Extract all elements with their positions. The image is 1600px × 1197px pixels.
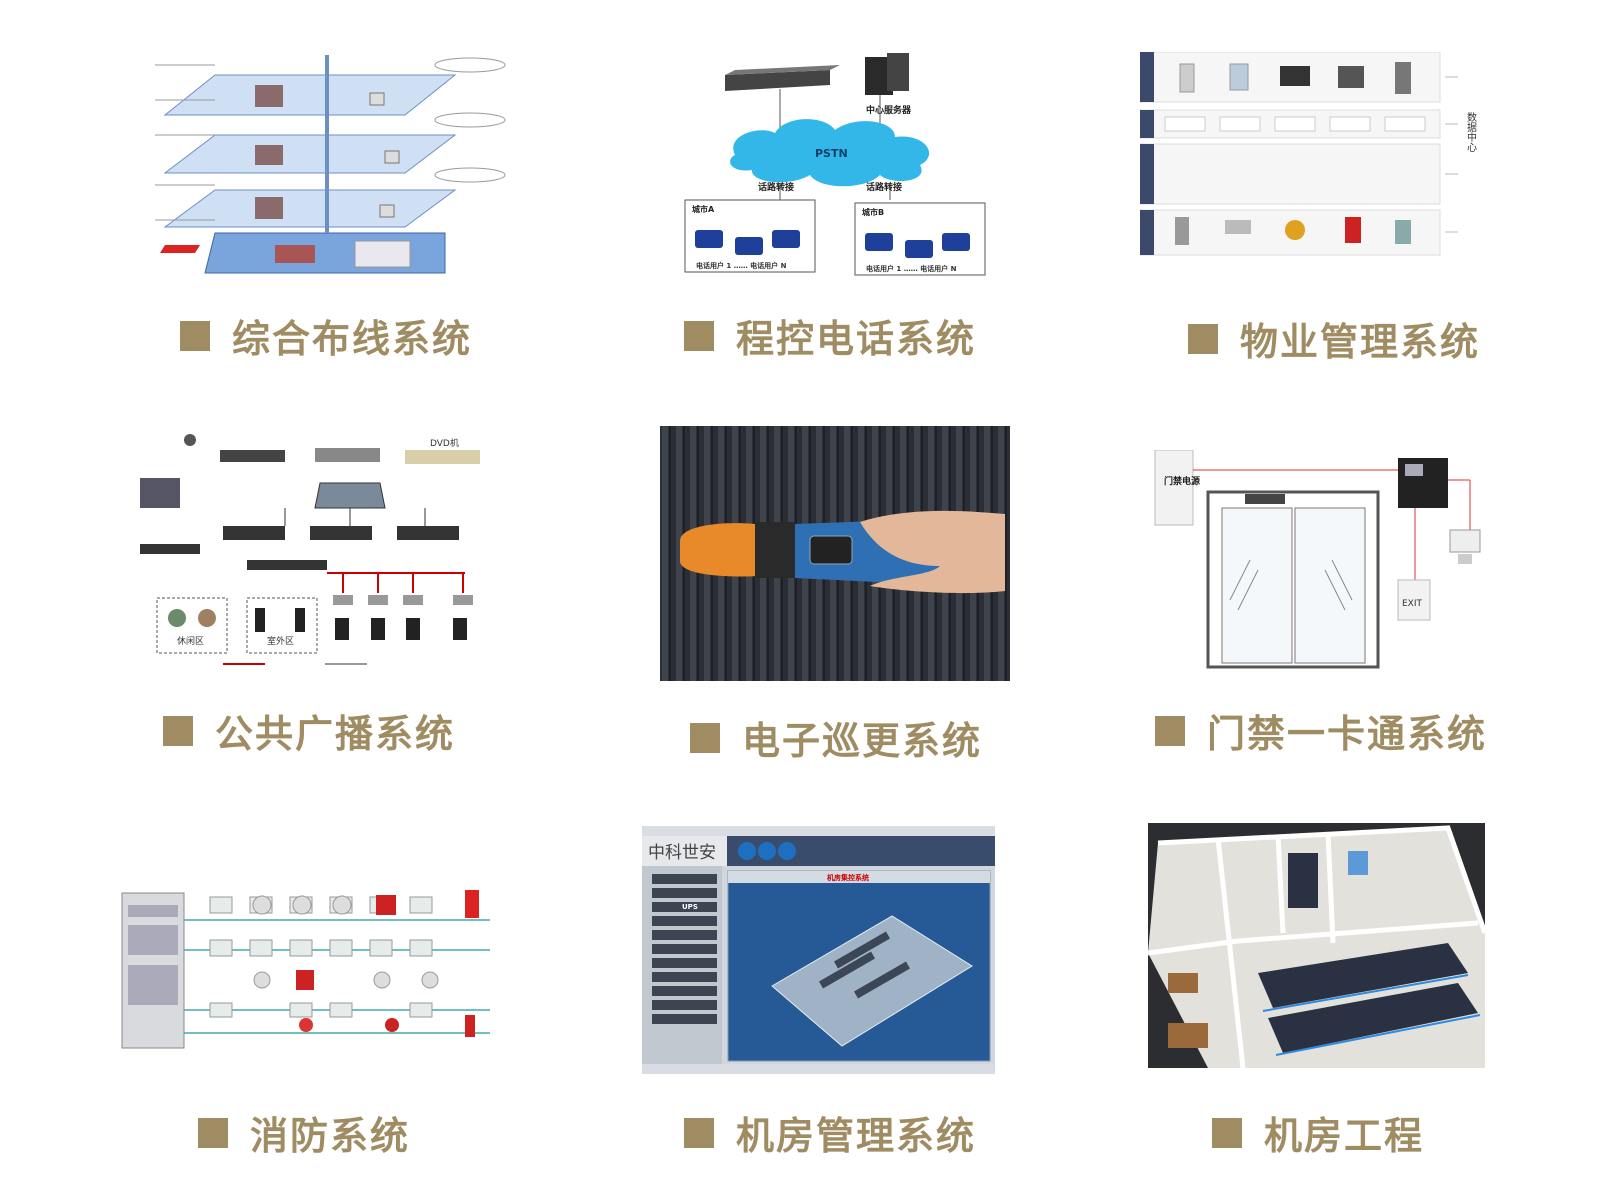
caption: 门禁一卡通系统 xyxy=(1155,703,1487,758)
caption: 机房工程 xyxy=(1212,1105,1424,1160)
caption-square-icon xyxy=(198,1117,228,1148)
access-diagram: 门禁电源 EXIT xyxy=(1150,450,1495,672)
trunk-a-label: 话路转接 xyxy=(758,181,794,193)
caption-text: 公共广播系统 xyxy=(215,712,456,756)
caption-square-icon xyxy=(684,1117,714,1148)
caption-text: 消防系统 xyxy=(250,1114,411,1158)
caption: 程控电话系统 xyxy=(684,308,976,363)
caption-text: 机房管理系统 xyxy=(736,1114,977,1158)
caption-square-icon xyxy=(1212,1117,1242,1148)
caption: 公共广播系统 xyxy=(163,703,455,758)
property-diagram: 数据中心 xyxy=(1140,52,1490,257)
cabling-diagram xyxy=(155,45,510,280)
caption-square-icon xyxy=(163,715,193,746)
patrol-photo xyxy=(660,426,1010,681)
caption-text: 程控电话系统 xyxy=(736,317,977,361)
caption: 综合布线系统 xyxy=(180,308,472,363)
outdoor-zone-label: 室外区 xyxy=(267,635,294,647)
caption-text: 电子巡更系统 xyxy=(742,719,983,763)
screen-title: 机房集控系统 xyxy=(827,873,869,882)
caption: 消防系统 xyxy=(198,1105,410,1160)
caption: 电子巡更系统 xyxy=(690,710,982,765)
city-a-label: 城市A xyxy=(692,204,715,214)
users-a-label: 电话用户 1 …… 电话用户 N xyxy=(696,261,787,270)
power-label: 门禁电源 xyxy=(1164,475,1200,487)
brand-label: 中科世安 xyxy=(648,843,716,863)
server-label: 中心服务器 xyxy=(866,104,912,116)
fire-diagram xyxy=(120,885,495,1055)
caption-text: 门禁一卡通系统 xyxy=(1207,712,1488,756)
leisure-zone-label: 休闲区 xyxy=(177,635,204,647)
caption-square-icon xyxy=(684,320,714,351)
broadcast-diagram: DVD机 xyxy=(135,428,485,673)
data-center-label: 数据中心 xyxy=(1465,111,1477,152)
users-b-label: 电话用户 1 …… 电话用户 N xyxy=(866,264,957,273)
caption: 物业管理系统 xyxy=(1188,311,1480,366)
caption-text: 物业管理系统 xyxy=(1240,320,1481,364)
server-room-software-screenshot: 中科世安 UPS 机房集控系统 xyxy=(642,826,995,1074)
caption-square-icon xyxy=(1155,715,1185,746)
phone-diagram: 中心服务器 PSTN 话路转接 话路转接 城市A 城市B xyxy=(680,45,990,280)
server-room-3d-render xyxy=(1148,823,1485,1068)
ups-label: UPS xyxy=(682,903,698,911)
city-b-label: 城市B xyxy=(862,207,884,217)
caption-text: 综合布线系统 xyxy=(232,317,473,361)
exit-label: EXIT xyxy=(1402,599,1423,609)
caption-square-icon xyxy=(1188,323,1218,354)
dvd-label: DVD机 xyxy=(430,437,459,449)
trunk-b-label: 话路转接 xyxy=(866,181,902,193)
caption-text: 机房工程 xyxy=(1264,1114,1425,1158)
pstn-label: PSTN xyxy=(815,147,848,160)
caption-square-icon xyxy=(690,722,720,753)
caption: 机房管理系统 xyxy=(684,1105,976,1160)
caption-square-icon xyxy=(180,320,210,351)
